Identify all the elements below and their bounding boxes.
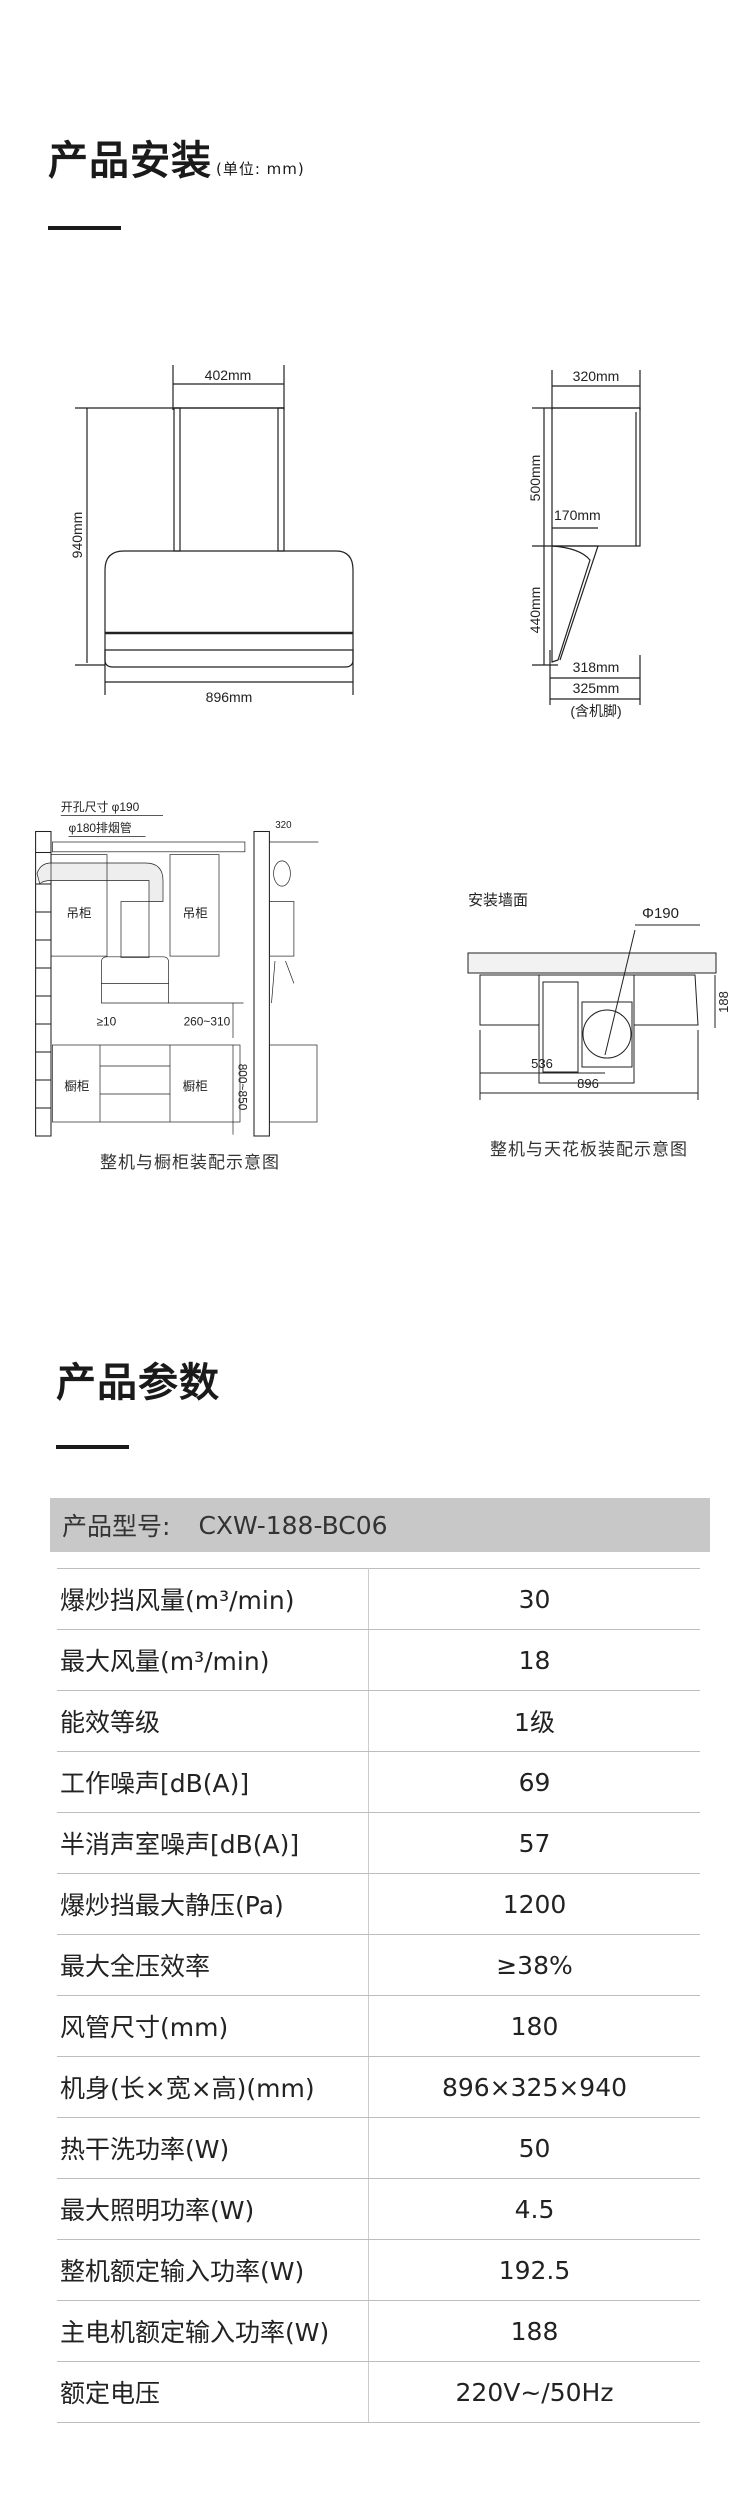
unit-note: (单位: mm): [216, 160, 305, 178]
front-view-diagram: 402mm 940mm 896mm: [69, 365, 354, 705]
param-name: 爆炒挡最大静压(Pa): [57, 1873, 369, 1935]
table-row: 爆炒挡风量(m³/min)30: [57, 1568, 700, 1630]
param-value: 180: [368, 1995, 700, 2057]
dim-402: 402mm: [205, 367, 252, 383]
ceiling-caption: 整机与天花板装配示意图: [490, 1140, 688, 1160]
pipe-label: φ180排烟管: [69, 821, 132, 835]
table-row: 最大全压效率≥38%: [57, 1934, 700, 1996]
params-title: 产品参数: [56, 1360, 220, 1406]
table-row: 机身(长×宽×高)(mm)896×325×940: [57, 2056, 700, 2118]
base-cabinet-right: 橱柜: [183, 1080, 208, 1094]
table-row: 爆炒挡最大静压(Pa)1200: [57, 1873, 700, 1935]
wall-cabinet-right: 吊柜: [183, 907, 208, 921]
cabinet-caption: 整机与橱柜装配示意图: [100, 1153, 280, 1173]
model-header: 产品型号: CXW-188-BC06: [50, 1498, 710, 1552]
dim-325: 325mm: [573, 680, 620, 696]
table-row: 整机额定输入功率(W)192.5: [57, 2239, 700, 2301]
table-row: 最大照明功率(W)4.5: [57, 2178, 700, 2240]
param-value: 57: [368, 1812, 700, 1874]
install-title: 产品安装(单位: mm): [48, 128, 305, 186]
param-value: 50: [368, 2117, 700, 2179]
ceiling-assembly-diagram: 安装墙面 Φ190 188 536 896: [467, 892, 730, 1100]
side-width-label: 320: [275, 820, 292, 831]
param-name: 机身(长×宽×高)(mm): [57, 2056, 369, 2118]
hole-label: Φ190: [642, 905, 679, 922]
hood-height-label: 260~310: [184, 1014, 231, 1028]
dim-500: 500mm: [527, 455, 543, 502]
wall-cabinet-left: 吊柜: [66, 907, 91, 921]
table-row: 风管尺寸(mm)180: [57, 1995, 700, 2057]
model-label: 产品型号:: [62, 1512, 171, 1541]
param-value: 18: [368, 1629, 700, 1691]
param-name: 工作噪声[dB(A)]: [57, 1751, 369, 1813]
param-name: 最大照明功率(W): [57, 2178, 369, 2240]
depth-label: 188: [716, 991, 730, 1013]
param-value: 1200: [368, 1873, 700, 1935]
table-row: 热干洗功率(W)50: [57, 2117, 700, 2179]
dim-170: 170mm: [554, 507, 601, 523]
param-value: 30: [368, 1568, 700, 1630]
table-row: 半消声室噪声[dB(A)]57: [57, 1812, 700, 1874]
table-row: 最大风量(m³/min)18: [57, 1629, 700, 1691]
param-name: 热干洗功率(W): [57, 2117, 369, 2179]
param-value: 4.5: [368, 2178, 700, 2240]
install-title-text: 产品安装: [48, 138, 212, 184]
title-underline: [48, 226, 121, 230]
dim-940: 940mm: [69, 512, 85, 559]
param-value: 192.5: [368, 2239, 700, 2301]
dim-896: 896mm: [206, 689, 253, 705]
wall-label: 安装墙面: [468, 892, 528, 909]
param-name: 主电机额定输入功率(W): [57, 2300, 369, 2362]
param-value: 69: [368, 1751, 700, 1813]
gap-label: ≥10: [97, 1014, 117, 1028]
param-value: 1级: [368, 1690, 700, 1752]
param-name: 额定电压: [57, 2361, 369, 2423]
param-name: 整机额定输入功率(W): [57, 2239, 369, 2301]
base-cabinet-left: 橱柜: [64, 1080, 89, 1094]
param-name: 最大全压效率: [57, 1934, 369, 1996]
hole-size-label: 开孔尺寸 φ190: [61, 800, 140, 814]
dim-440: 440mm: [527, 587, 543, 634]
param-name: 半消声室噪声[dB(A)]: [57, 1812, 369, 1874]
dim-318: 318mm: [573, 659, 620, 675]
table-row: 工作噪声[dB(A)]69: [57, 1751, 700, 1813]
param-value: 896×325×940: [368, 2056, 700, 2118]
feet-note: (含机脚): [570, 703, 621, 719]
param-value: 188: [368, 2300, 700, 2362]
width-label: 896: [577, 1076, 599, 1091]
dim-320: 320mm: [573, 368, 620, 384]
param-name: 爆炒挡风量(m³/min): [57, 1568, 369, 1630]
cabinet-assembly-diagram: 开孔尺寸 φ190 φ180排烟管 吊柜 吊柜 ≥10 260~310 橱柜 橱…: [35, 800, 319, 1137]
param-name: 风管尺寸(mm): [57, 1995, 369, 2057]
param-value: 220V~/50Hz: [368, 2361, 700, 2423]
params-underline: [56, 1445, 129, 1449]
offset-label: 536: [531, 1056, 553, 1071]
table-row: 主电机额定输入功率(W)188: [57, 2300, 700, 2362]
param-name: 能效等级: [57, 1690, 369, 1752]
param-name: 最大风量(m³/min): [57, 1629, 369, 1691]
side-view-diagram: 320mm 500mm 170mm 440mm 318mm 325mm (含机脚…: [527, 368, 641, 719]
counter-height-label: 800~850: [236, 1064, 250, 1111]
param-value: ≥38%: [368, 1934, 700, 1996]
model-value: CXW-188-BC06: [198, 1510, 388, 1540]
